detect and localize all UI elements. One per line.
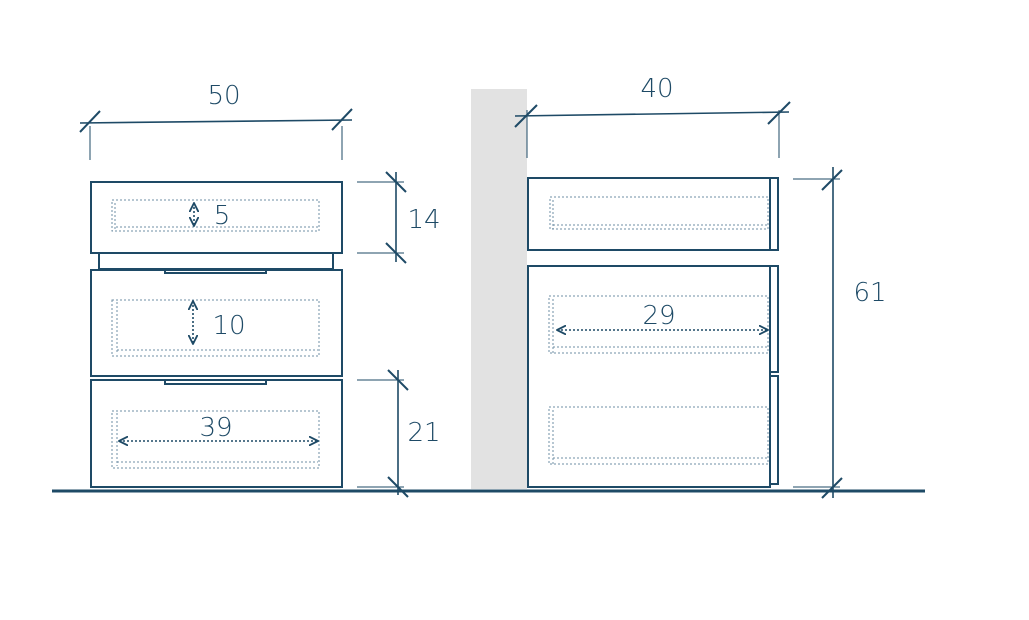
front-width-dimension <box>79 108 353 160</box>
side-lower-body <box>527 265 771 488</box>
front-middle-inner-depth-label: 10 <box>212 311 245 341</box>
front-top-height-dimension <box>357 171 407 264</box>
front-middle-drawer-handle <box>164 268 267 274</box>
side-bottom-drawer-inner <box>548 406 769 465</box>
side-total-height-dimension <box>793 167 843 499</box>
front-top-drawer-base <box>98 252 334 270</box>
side-depth-dimension <box>514 101 791 158</box>
front-top-drawer-inner <box>111 199 320 232</box>
front-bottom-height-dimension <box>357 369 409 498</box>
front-view <box>79 108 409 498</box>
side-depth-label: 40 <box>640 74 673 104</box>
side-inner-depth-label: 29 <box>642 301 675 331</box>
side-middle-drawer-front <box>769 265 779 373</box>
side-total-height-label: 61 <box>853 278 886 308</box>
side-top-drawer <box>527 177 771 251</box>
front-width-label: 50 <box>207 81 240 111</box>
front-bottom-drawer-height-label: 21 <box>407 418 440 448</box>
side-top-drawer-inner <box>549 196 769 230</box>
side-middle-drawer-inner <box>548 295 769 354</box>
side-top-drawer-front <box>769 177 779 251</box>
front-top-drawer-height-label: 14 <box>407 205 440 235</box>
wall <box>471 89 527 489</box>
side-bottom-drawer-front <box>769 375 779 485</box>
front-bottom-drawer-handle <box>164 379 267 385</box>
front-inner-width-label: 39 <box>199 413 232 443</box>
side-view <box>514 101 843 499</box>
front-middle-drawer-inner <box>111 299 320 357</box>
front-top-inner-depth-label: 5 <box>214 201 231 231</box>
